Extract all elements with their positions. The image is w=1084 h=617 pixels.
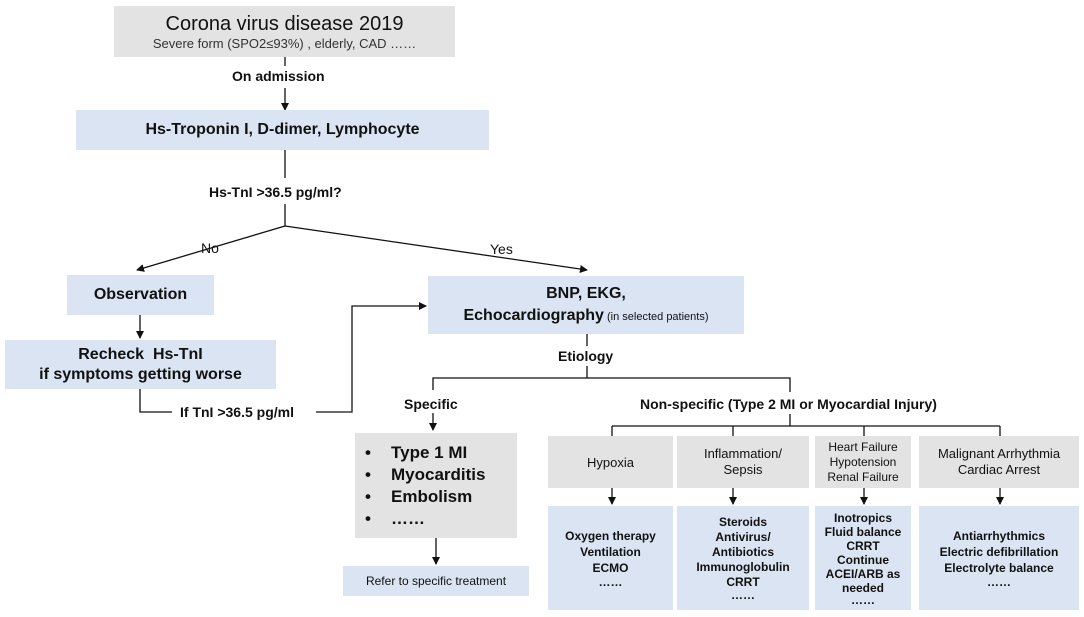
specific-label: Specific: [404, 396, 458, 412]
category-inflammation: Inflammation/ Sepsis: [677, 436, 809, 488]
specific-box: •Type 1 MI •Myocarditis •Embolism •……: [355, 433, 517, 538]
bnp-echo: Echocardiography: [463, 306, 604, 324]
observation-box: Observation: [67, 275, 214, 315]
category-hypoxia: Hypoxia: [548, 436, 673, 488]
bnp-line-1: BNP, EKG,: [546, 284, 626, 302]
recheck-line-2: if symptoms getting worse: [39, 365, 242, 383]
specific-list: •Type 1 MI •Myocarditis •Embolism •……: [365, 442, 485, 530]
treatment-arrhythmia: Antiarrhythmics Electric defibrillation …: [919, 506, 1079, 610]
on-admission-label: On admission: [232, 68, 325, 84]
treatment-inflammation: Steroids Antivirus/ Antibiotics Immunogl…: [677, 506, 809, 610]
specific-item: •Myocarditis: [365, 464, 486, 484]
observation-text: Observation: [93, 286, 188, 303]
specific-item: •Embolism: [365, 486, 473, 506]
treatment-heart-failure: Inotropics Fluid balance CRRT Continue A…: [815, 506, 911, 610]
hs-question-label: Hs-TnI >36.5 pg/ml?: [209, 184, 342, 200]
bnp-note: (in selected patients): [603, 310, 709, 323]
if-tni-label: If TnI >36.5 pg/ml: [180, 404, 294, 420]
tests-box: Hs-Troponin I, D-dimer, Lymphocyte: [76, 110, 489, 150]
tests-text: Hs-Troponin I, D-dimer, Lymphocyte: [145, 121, 420, 138]
bnp-box: BNP, EKG, Echocardiography (in selected …: [428, 276, 744, 334]
yes-label: Yes: [490, 241, 513, 257]
bnp-line-2: Echocardiography (in selected patients): [463, 305, 708, 328]
nonspecific-label: Non-specific (Type 2 MI or Myocardial In…: [640, 396, 937, 412]
category-heart-failure: Heart Failure Hypotension Renal Failure: [815, 436, 911, 488]
no-label: No: [201, 240, 219, 256]
category-arrhythmia: Malignant Arrhythmia Cardiac Arrest: [919, 436, 1079, 488]
specific-item: •Type 1 MI: [365, 442, 468, 462]
recheck-box: Recheck Hs-TnI if symptoms getting worse: [5, 340, 276, 389]
covid-subtitle: Severe form (SPO2≤93%) , elderly, CAD ……: [152, 35, 417, 51]
etiology-label: Etiology: [558, 348, 614, 364]
refer-box: Refer to specific treatment: [343, 566, 529, 596]
treatment-hypoxia: Oxygen therapy Ventilation ECMO ……: [548, 506, 673, 610]
covid-box: Corona virus disease 2019 Severe form (S…: [114, 6, 455, 57]
covid-title: Corona virus disease 2019: [165, 12, 404, 35]
refer-text: Refer to specific treatment: [365, 574, 507, 588]
recheck-line-1: Recheck Hs-TnI: [78, 345, 203, 363]
specific-item: •……: [365, 508, 425, 528]
